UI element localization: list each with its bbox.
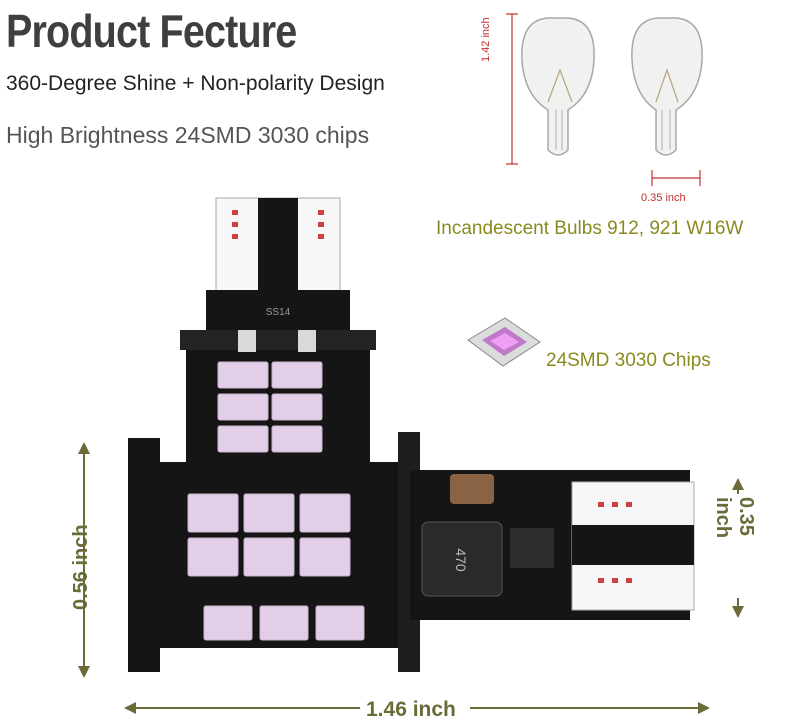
- feature-brightness: High Brightness 24SMD 3030 chips: [6, 122, 370, 148]
- bulb-height-label: 1.42 inch: [480, 17, 492, 62]
- smd-chip-sample: [467, 317, 541, 367]
- led-base-width-label: 0.35 inch: [712, 497, 757, 539]
- led-height-label: 0.56 inch: [70, 524, 92, 610]
- incandescent-bulb-right: [631, 17, 703, 156]
- chips-caption: 24SMD 3030 Chips: [546, 350, 711, 371]
- led-length-dimension: [124, 702, 710, 714]
- bulb-height-dimension: [506, 13, 518, 165]
- bulb-width-label: 0.35 inch: [641, 192, 686, 204]
- led-base-dimension: [732, 478, 744, 618]
- page-title: Product Fecture: [6, 5, 297, 57]
- led-bulb-vertical: [180, 197, 376, 470]
- led-length-label: 1.46 inch: [366, 698, 456, 721]
- bulb-width-dimension: [651, 170, 701, 186]
- feature-shine: 360-Degree Shine + Non-polarity Design: [6, 72, 385, 95]
- incandescent-caption: Incandescent Bulbs 912, 921 W16W: [436, 218, 744, 239]
- led-height-dimension: [78, 442, 90, 678]
- inductor-label: 470: [453, 548, 469, 572]
- ic-label: SS14: [266, 307, 291, 318]
- incandescent-bulb-left: [521, 17, 595, 156]
- led-bulb-horizontal: 470: [128, 432, 695, 672]
